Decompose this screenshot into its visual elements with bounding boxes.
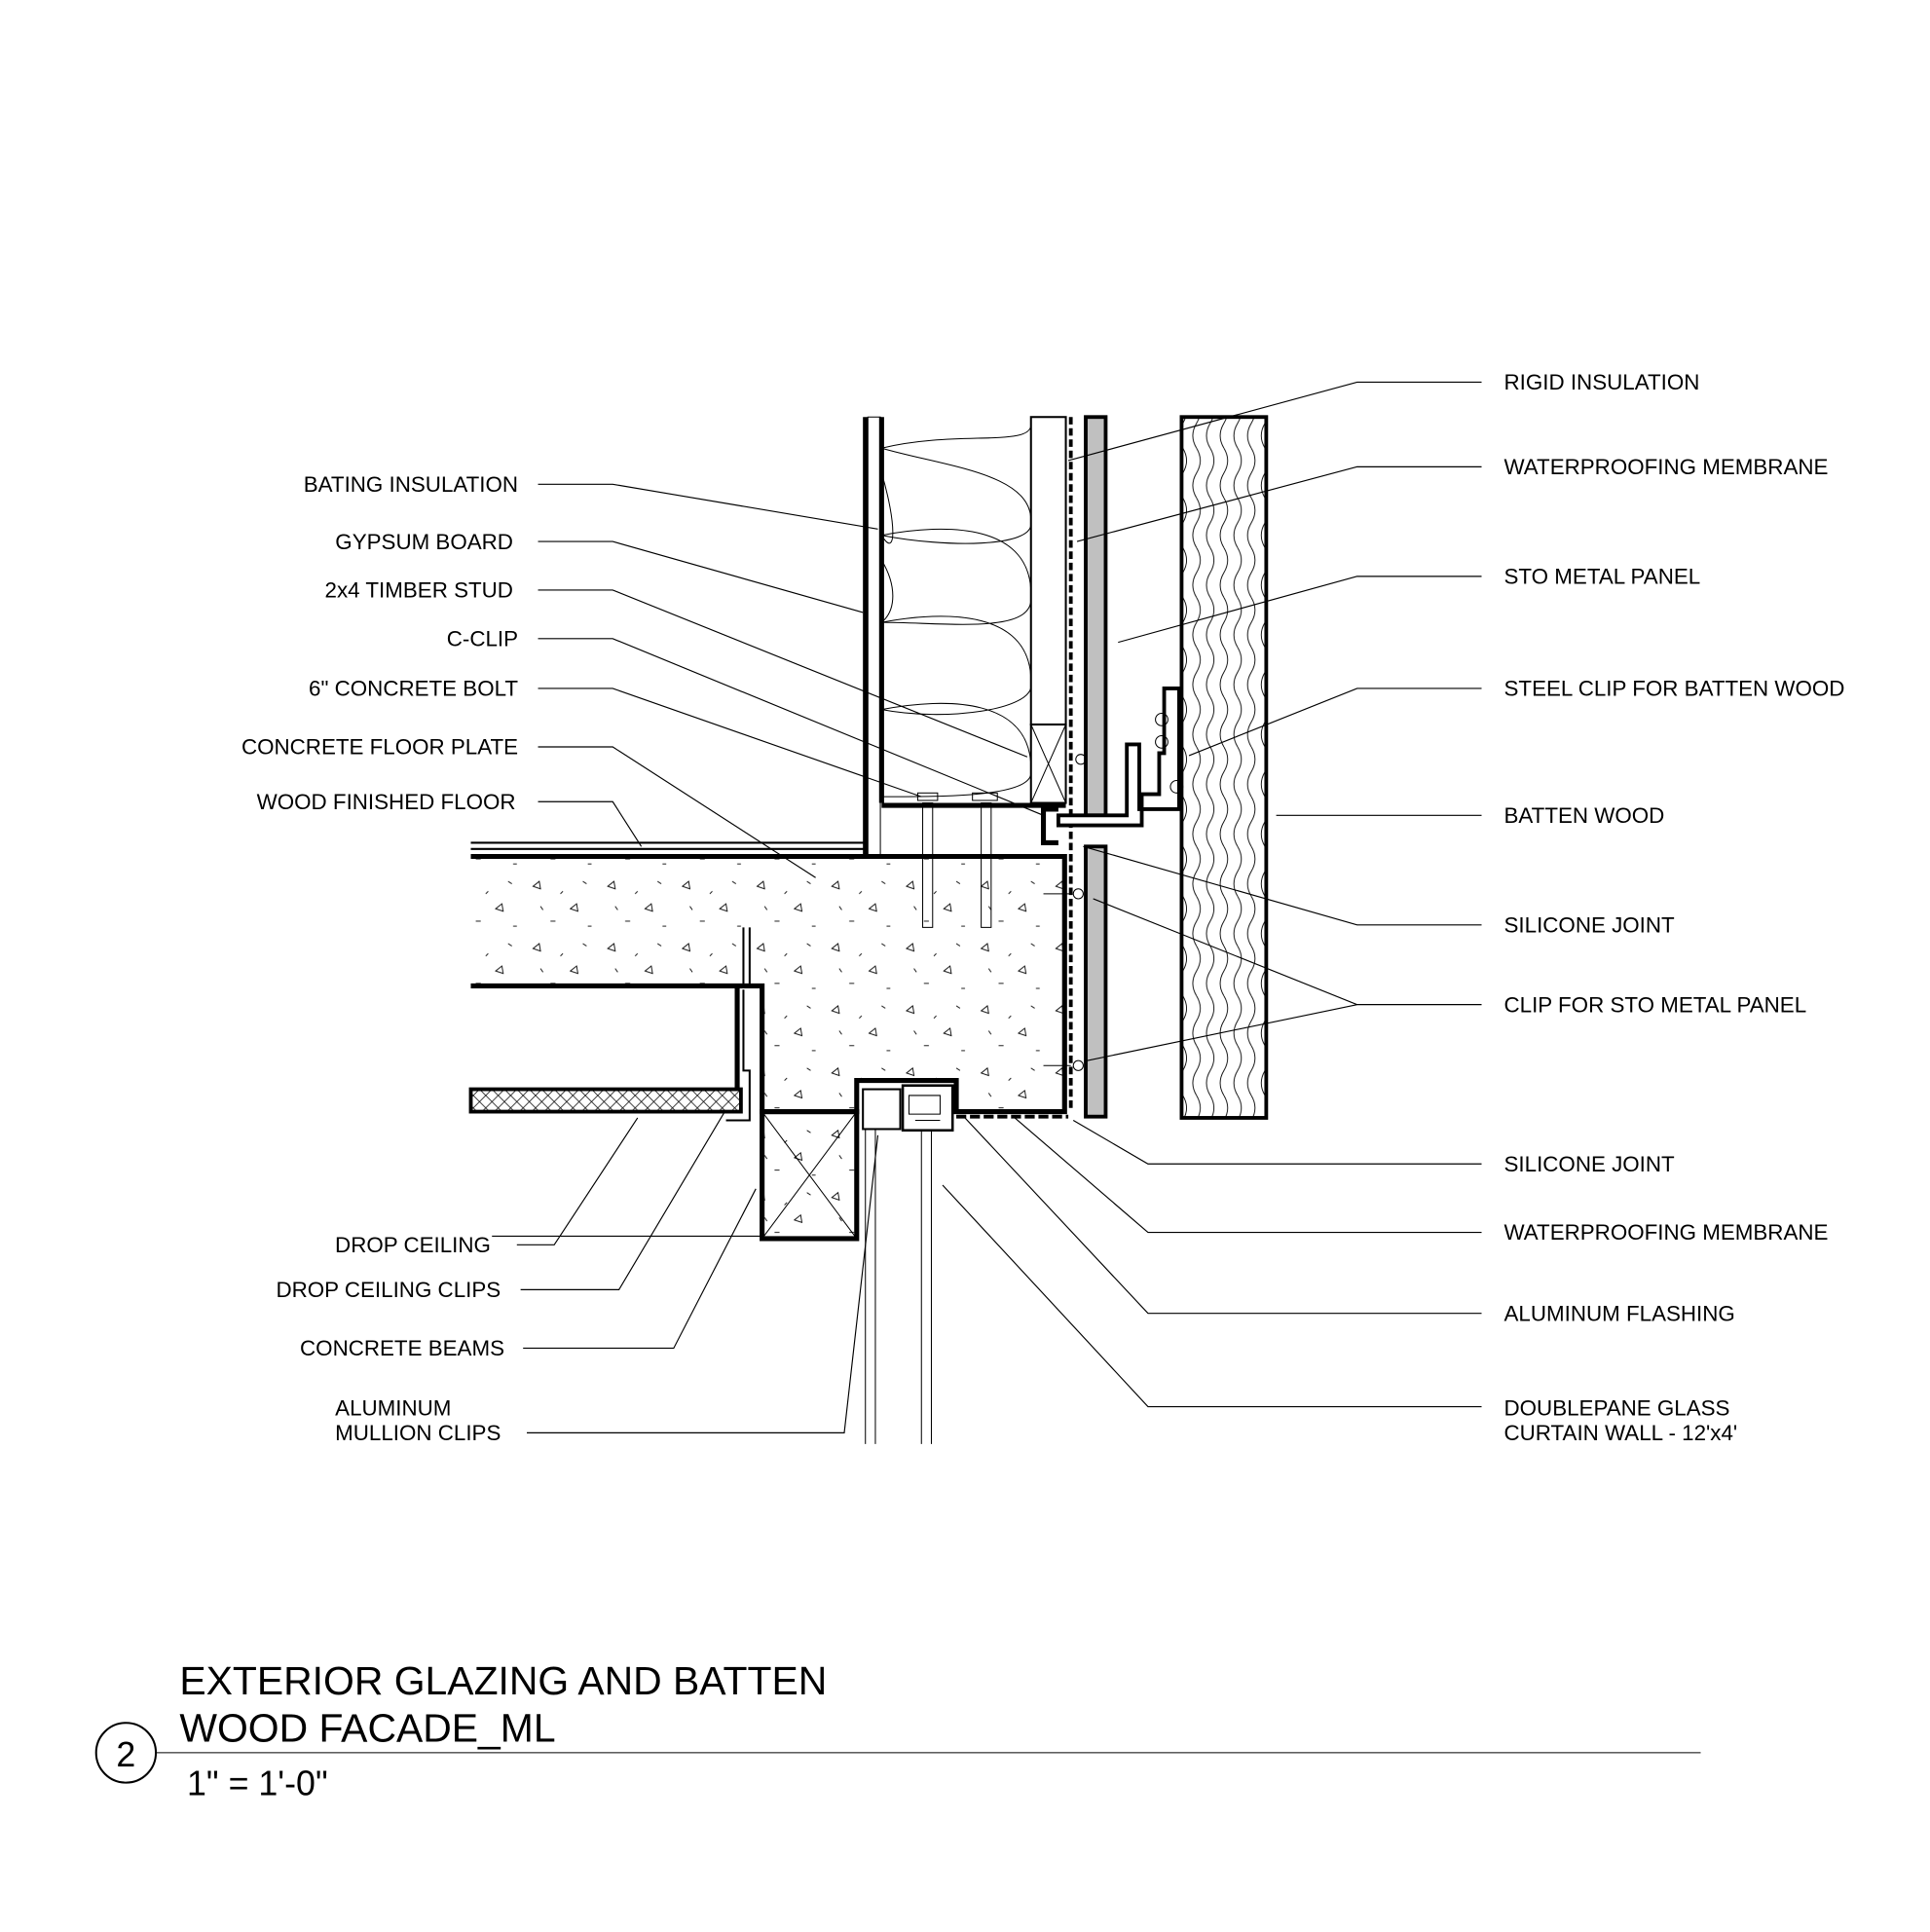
label-concrete-bolt: 6" CONCRETE BOLT: [309, 677, 518, 701]
drawing-title-line1: EXTERIOR GLAZING AND BATTEN: [179, 1658, 827, 1703]
timber-stud: [1029, 723, 1067, 804]
wall-assembly: [863, 415, 1269, 1120]
rigid-insulation: [1029, 416, 1067, 726]
detail-number: 2: [116, 1735, 135, 1774]
detail-number-bubble: [94, 1722, 158, 1784]
label-drop-ceiling-clips: DROP CEILING CLIPS: [276, 1278, 501, 1302]
label-c-clip: C-CLIP: [447, 626, 518, 650]
steel-clip: [1056, 687, 1181, 828]
label-silicone-joint: SILICONE JOINT: [1504, 912, 1676, 937]
label-timber-stud: 2x4 TIMBER STUD: [325, 578, 513, 603]
label-waterproofing-membrane: WATERPROOFING MEMBRANE: [1504, 455, 1829, 479]
curtain-wall: [862, 1084, 1069, 1444]
label-clip-sto-panel: CLIP FOR STO METAL PANEL: [1504, 992, 1807, 1017]
label-batten-wood: BATTEN WOOD: [1504, 803, 1665, 828]
leader-lines: [492, 381, 1482, 1433]
label-gypsum-board: GYPSUM BOARD: [335, 530, 513, 554]
drawing-scale: 1" = 1'-0": [187, 1764, 328, 1802]
concrete-floor-plate: [470, 856, 1065, 1112]
label-rigid-insulation: RIGID INSULATION: [1504, 370, 1700, 394]
drop-ceiling: [468, 1087, 743, 1114]
left-labels: BATING INSULATION GYPSUM BOARD 2x4 TIMBE…: [241, 472, 518, 1360]
label-aluminum-flashing: ALUMINUM FLASHING: [1504, 1301, 1735, 1325]
label-bating-insulation: BATING INSULATION: [304, 472, 518, 497]
label-sto-metal-panel: STO METAL PANEL: [1504, 565, 1701, 589]
aluminum-mullion: [901, 1084, 954, 1133]
label-waterproofing-membrane-2: WATERPROOFING MEMBRANE: [1504, 1220, 1829, 1245]
gypsum-board: [867, 416, 881, 856]
batten-wood: [1179, 415, 1269, 1120]
label-concrete-floor-plate: CONCRETE FLOOR PLATE: [241, 735, 518, 760]
drawing-title-line2: WOOD FACADE_ML: [179, 1705, 555, 1750]
drop-ceiling-clip: [725, 927, 751, 1122]
sto-metal-panel-lower: [1084, 844, 1108, 1119]
label-mullion-clips: MULLION CLIPS: [335, 1421, 501, 1445]
label-steel-clip: STEEL CLIP FOR BATTEN WOOD: [1504, 677, 1845, 701]
label-concrete-beams: CONCRETE BEAMS: [300, 1336, 504, 1360]
title-block: EXTERIOR GLAZING AND BATTEN WOOD FACADE_…: [94, 1658, 1701, 1802]
doublepane-glass: [865, 1129, 932, 1444]
right-labels: RIGID INSULATION WATERPROOFING MEMBRANE …: [1504, 370, 1845, 1445]
label-aluminum: ALUMINUM: [335, 1395, 451, 1420]
label-curtain-wall: CURTAIN WALL - 12'x4': [1504, 1421, 1738, 1445]
sto-metal-panel-upper: [1084, 415, 1108, 818]
label-wood-finished-floor: WOOD FINISHED FLOOR: [257, 790, 516, 814]
floor-slab: [468, 841, 1067, 1242]
batting-insulation: [880, 423, 1032, 798]
wood-finished-floor: [470, 841, 866, 850]
label-doublepane-glass: DOUBLEPANE GLASS: [1504, 1395, 1730, 1420]
c-clip: [1040, 806, 1058, 845]
label-drop-ceiling: DROP CEILING: [335, 1233, 491, 1257]
label-silicone-joint-2: SILICONE JOINT: [1504, 1152, 1676, 1176]
